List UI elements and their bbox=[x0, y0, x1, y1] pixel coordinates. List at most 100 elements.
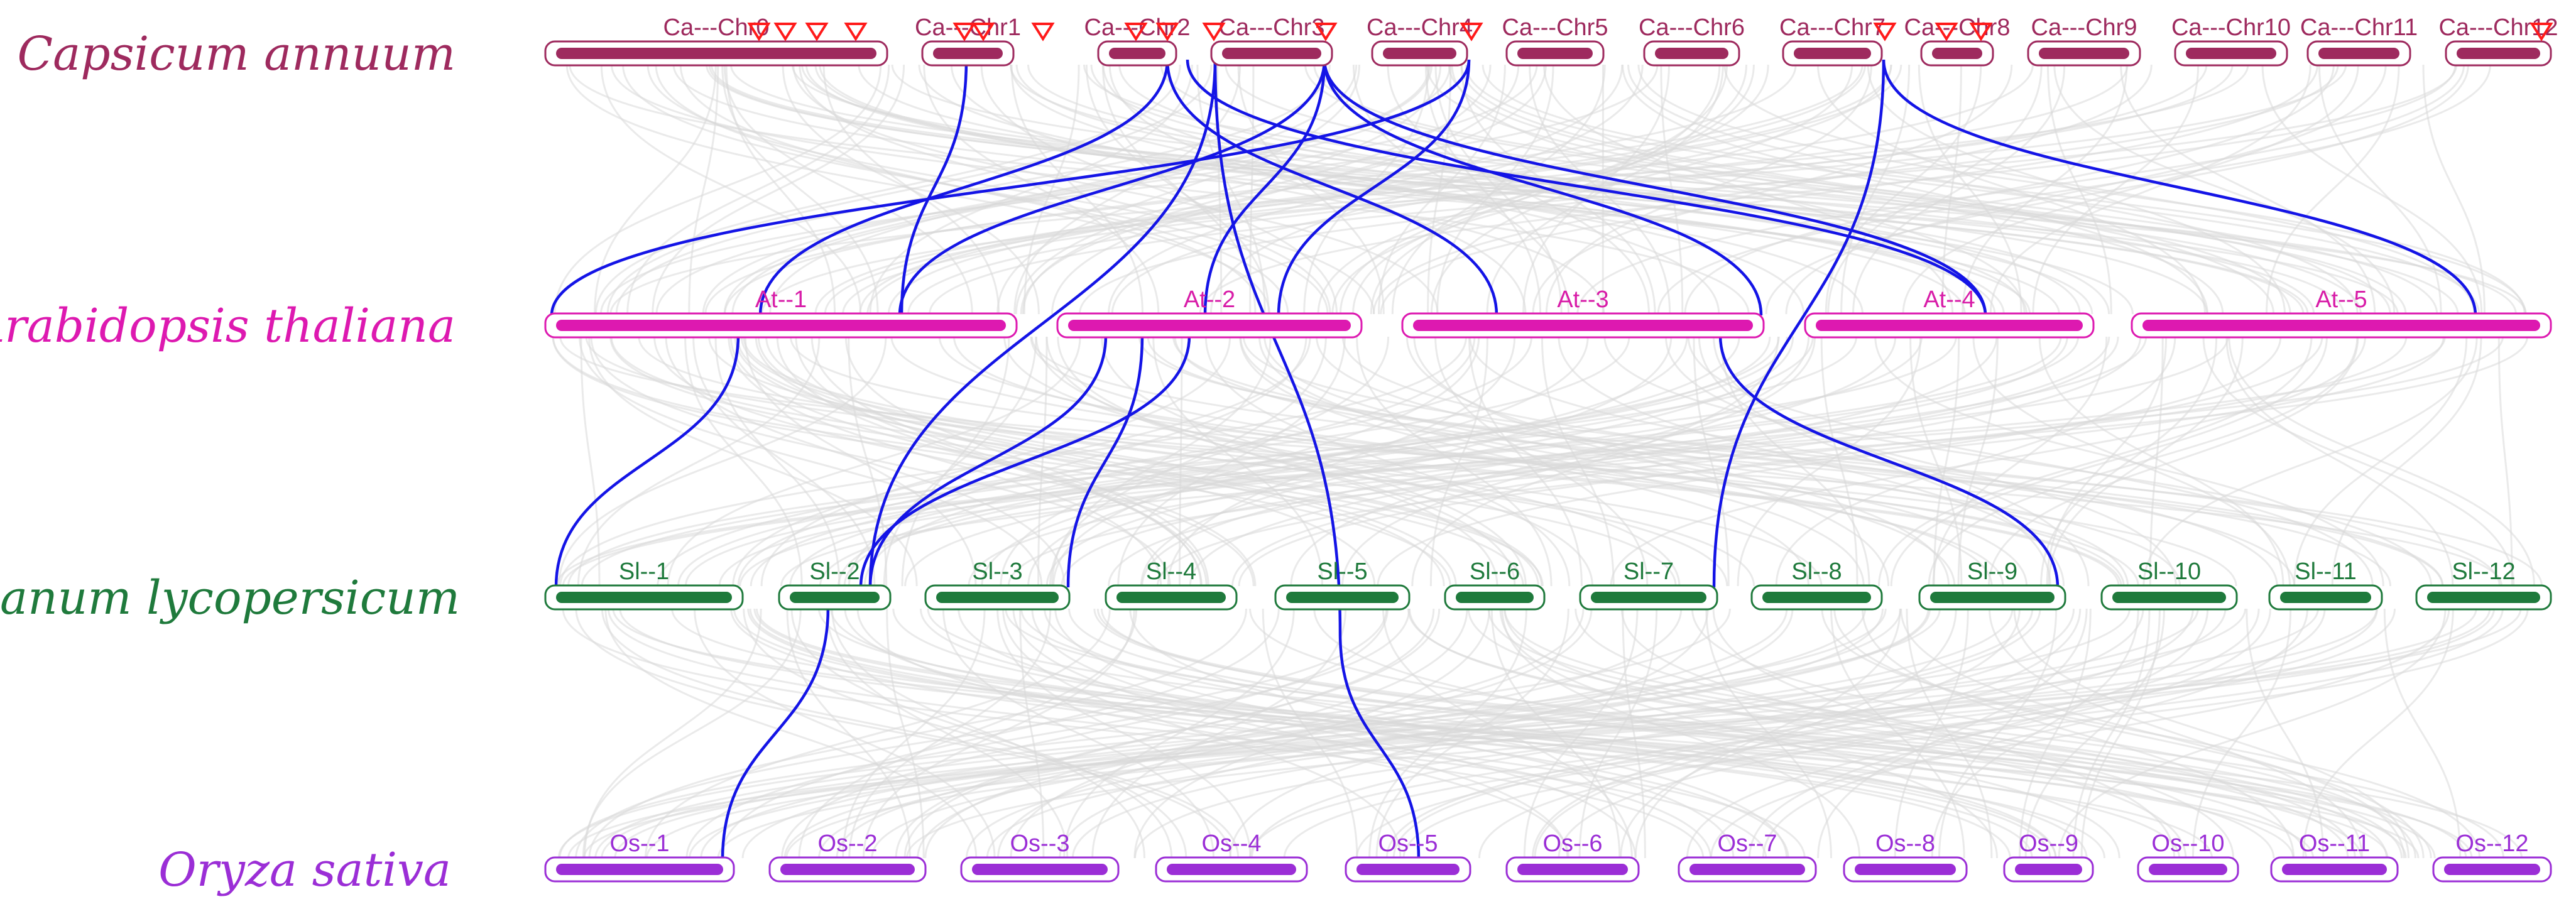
triangle-down-icon bbox=[971, 23, 995, 41]
chromosome-bar bbox=[1413, 320, 1753, 331]
background-link bbox=[1385, 608, 2144, 859]
chromosome[interactable]: Os--3 bbox=[960, 830, 1120, 883]
triangle-down-icon bbox=[1460, 23, 1483, 41]
background-link bbox=[714, 336, 841, 587]
chromosome[interactable]: Os--6 bbox=[1505, 830, 1640, 883]
chromosome[interactable]: Ca---Chr5 bbox=[1502, 14, 1608, 67]
background-link bbox=[1027, 336, 1589, 587]
chromosome[interactable]: Os--9 bbox=[2003, 830, 2094, 883]
background-link bbox=[554, 64, 882, 315]
chromosome[interactable]: Ca---Chr4 bbox=[1367, 14, 1473, 67]
background-link bbox=[1179, 336, 1183, 587]
chromosome[interactable]: At--1 bbox=[544, 286, 1018, 339]
chromosome[interactable]: Ca---Chr12 bbox=[2438, 14, 2558, 67]
background-link bbox=[1019, 608, 1045, 859]
chromosome-bar bbox=[556, 48, 876, 59]
background-link bbox=[1341, 336, 2296, 587]
background-link bbox=[724, 64, 1797, 315]
chromosome-label: Os--3 bbox=[1010, 830, 1070, 857]
chromosome-label: At--4 bbox=[1923, 286, 1975, 313]
chromosome[interactable]: Os--12 bbox=[2432, 830, 2552, 883]
background-link bbox=[1355, 608, 2396, 859]
background-link bbox=[1426, 64, 2224, 315]
triangle-down-icon bbox=[1969, 23, 1993, 41]
background-link bbox=[1785, 64, 2387, 315]
triangle-down-icon bbox=[1873, 23, 1897, 41]
chromosome[interactable]: Os--5 bbox=[1345, 830, 1471, 883]
chromosome[interactable]: Sl--12 bbox=[2415, 558, 2552, 611]
background-link bbox=[723, 64, 1433, 315]
chromosome[interactable]: Os--2 bbox=[768, 830, 927, 883]
background-link bbox=[1532, 64, 2013, 315]
background-link bbox=[1634, 608, 1901, 859]
chromosome[interactable]: Sl--6 bbox=[1444, 558, 1546, 611]
background-link bbox=[1627, 64, 2359, 315]
background-link bbox=[1932, 336, 2108, 587]
background-link bbox=[2497, 336, 2513, 587]
chromosome[interactable]: Os--1 bbox=[544, 830, 735, 883]
chromosome-bar bbox=[936, 592, 1059, 603]
background-link bbox=[1405, 336, 1950, 587]
chromosome-label: Ca---Chr0 bbox=[663, 14, 770, 41]
background-link bbox=[1240, 336, 1956, 587]
background-link bbox=[562, 608, 1705, 859]
chromosome[interactable]: At--5 bbox=[2131, 286, 2552, 339]
chromosome[interactable]: Sl--9 bbox=[1918, 558, 2066, 611]
background-link bbox=[607, 608, 1767, 859]
background-link bbox=[1775, 336, 2176, 587]
chromosome[interactable]: Ca---Chr11 bbox=[2300, 14, 2418, 67]
background-link bbox=[1341, 336, 1816, 587]
highlighted-link bbox=[1712, 59, 1886, 588]
background-link bbox=[717, 608, 2491, 859]
background-link bbox=[594, 64, 717, 315]
background-link bbox=[580, 336, 601, 587]
chromosome[interactable]: Sl--5 bbox=[1274, 558, 1411, 611]
background-link bbox=[575, 608, 1231, 859]
background-link bbox=[1576, 64, 2465, 315]
chromosome[interactable]: Ca---Chr1 bbox=[915, 14, 1021, 67]
background-link bbox=[2080, 608, 2161, 859]
chromosome[interactable]: Sl--11 bbox=[2268, 558, 2383, 611]
chromosome[interactable]: At--3 bbox=[1401, 286, 1765, 339]
chromosome[interactable]: Sl--3 bbox=[924, 558, 1071, 611]
highlighted-links bbox=[550, 59, 2477, 860]
chromosome[interactable]: Os--7 bbox=[1678, 830, 1817, 883]
background-link bbox=[1356, 336, 1553, 587]
background-link bbox=[594, 608, 1941, 859]
chromosome[interactable]: At--2 bbox=[1056, 286, 1363, 339]
triangle-down-icon bbox=[1314, 23, 1338, 41]
chromosome-label: Ca---Chr5 bbox=[1502, 14, 1608, 41]
chromosome[interactable]: Os--10 bbox=[2137, 830, 2239, 883]
chromosome[interactable]: Ca---Chr8 bbox=[1904, 14, 2011, 67]
chromosome[interactable]: Ca---Chr3 bbox=[1210, 14, 1333, 67]
chromosome[interactable]: Sl--1 bbox=[544, 558, 744, 611]
background-link bbox=[1712, 608, 2176, 859]
chromosome[interactable]: Ca---Chr9 bbox=[2027, 14, 2141, 67]
background-link bbox=[1010, 64, 2208, 315]
chromosome[interactable]: Sl--8 bbox=[1750, 558, 1883, 611]
species-label: Arabidopsis thaliana bbox=[0, 299, 456, 353]
chromosome-bar bbox=[1762, 592, 1871, 603]
chromosome[interactable]: Ca---Chr0 bbox=[544, 14, 888, 67]
chromosome[interactable]: Ca---Chr2 bbox=[1084, 14, 1191, 67]
chromosome[interactable]: Os--4 bbox=[1155, 830, 1308, 883]
background-link bbox=[1467, 608, 2403, 859]
chromosome[interactable]: Sl--10 bbox=[2100, 558, 2238, 611]
chromosome[interactable]: At--4 bbox=[1804, 286, 2095, 339]
chromosome[interactable]: Sl--2 bbox=[778, 558, 892, 611]
chromosome-label: Os--1 bbox=[610, 830, 670, 857]
chromosome[interactable]: Ca---Chr6 bbox=[1639, 14, 1745, 67]
chromosome[interactable]: Os--11 bbox=[2270, 830, 2399, 883]
chromosome[interactable]: Sl--4 bbox=[1105, 558, 1238, 611]
background-link bbox=[1249, 608, 2378, 859]
chromosome[interactable]: Ca---Chr10 bbox=[2171, 14, 2291, 67]
highlighted-link bbox=[898, 59, 1326, 316]
chromosome-bar bbox=[2142, 320, 2540, 331]
background-link bbox=[1687, 336, 2374, 587]
background-link bbox=[1283, 608, 2504, 859]
chromosome[interactable]: Os--8 bbox=[1843, 830, 1968, 883]
chromosome[interactable]: Sl--7 bbox=[1579, 558, 1718, 611]
chromosome[interactable]: Ca---Chr7 bbox=[1779, 14, 1886, 67]
background-link bbox=[609, 64, 2249, 315]
gene-markers bbox=[747, 23, 2553, 41]
